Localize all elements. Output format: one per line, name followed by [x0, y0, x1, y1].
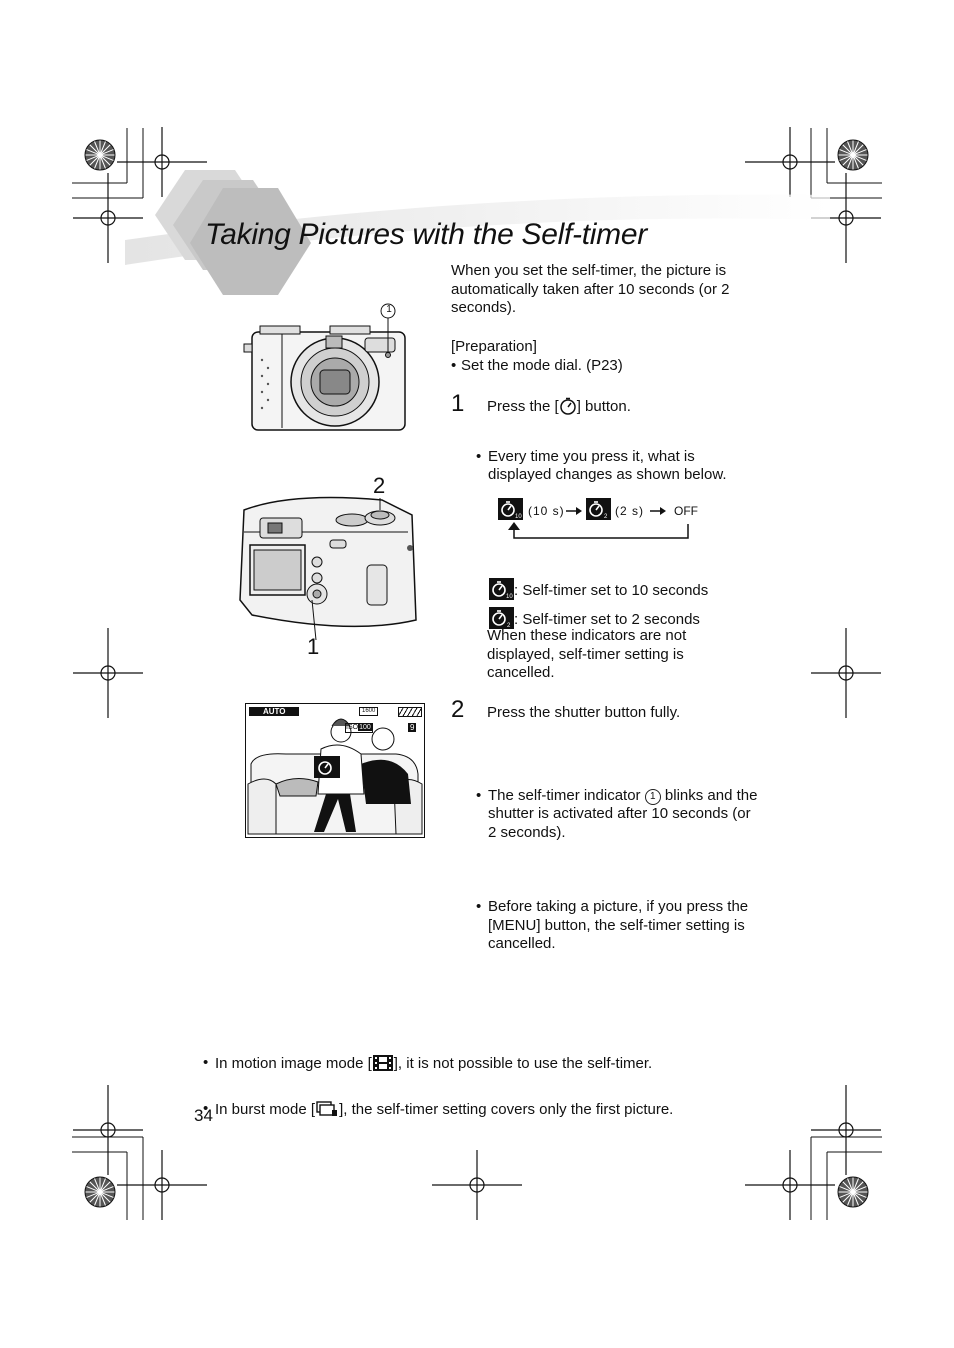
title-banner — [125, 170, 830, 295]
callout-number-icon: 1 — [644, 788, 661, 805]
burst-mode-icon — [316, 1101, 338, 1116]
svg-text:10: 10 — [506, 594, 513, 600]
camera-front-illustration — [243, 303, 406, 431]
step2-bullet1-before: The self-timer indicator — [488, 786, 641, 804]
camera-back-illustration — [239, 496, 417, 640]
lcd-screen-illustration: AUTO 1600 ISO100 9 — [245, 703, 425, 838]
lcd-mode-indicator: AUTO — [249, 707, 299, 716]
cycle-return-arrow — [508, 522, 689, 539]
lcd-iso: ISO100 — [345, 723, 373, 733]
step1-text-after: ] button. — [576, 398, 631, 415]
page-title: Taking Pictures with the Self-timer — [205, 218, 647, 251]
self-timer-2s-icon: 2 — [586, 498, 611, 520]
note-burst-mode: In burst mode [ ], the self-timer setting… — [203, 1100, 954, 1120]
indicator-10s-text: : Self-timer set to 10 seconds — [514, 582, 709, 599]
arrow-right-icon — [566, 507, 582, 515]
indicator-note: When these indicators are not displayed,… — [487, 627, 687, 681]
step2-number: 2 — [451, 696, 465, 723]
preparation-heading: [Preparation] — [451, 338, 537, 355]
step1-number: 1 — [451, 390, 465, 417]
self-timer-icon — [559, 397, 576, 415]
cycle-label-10s: (10 s) — [528, 504, 565, 518]
preparation-item: Set the mode dial. (P23) — [451, 357, 954, 376]
lcd-scene — [247, 718, 423, 835]
preparation-item-text: Set the mode dial. (P23) — [461, 357, 623, 374]
note1-after: ], it is not possible to use the self-ti… — [393, 1054, 653, 1072]
battery-icon — [398, 707, 422, 717]
callout-1: 1 — [307, 634, 320, 659]
lcd-iso-value: 100 — [358, 724, 372, 731]
indicator-10s-row: 10 : Self-timer set to 10 seconds — [489, 578, 708, 601]
self-timer-10s-icon: 10 — [489, 578, 514, 600]
self-timer-cycle-diagram: 10 (10 s) 2 (2 s) OFF — [498, 498, 718, 548]
indicator-2s-row: 2 : Self-timer set to 2 seconds — [489, 607, 700, 630]
step1-text-before: Press the [ — [487, 398, 559, 415]
page-number: 34 — [194, 1106, 213, 1125]
indicator-2s-text: : Self-timer set to 2 seconds — [514, 611, 700, 628]
front-callout-1: 1 — [386, 304, 392, 315]
step2-bullet2-text: Before taking a picture, if you press th… — [488, 898, 749, 952]
self-timer-10s-icon: 10 — [498, 498, 523, 520]
step2-bullet2: Before taking a picture, if you press th… — [476, 898, 763, 954]
step1-text: Press the [ ] button. — [487, 397, 631, 417]
svg-text:2: 2 — [507, 623, 511, 629]
note2-before: In burst mode [ — [215, 1101, 316, 1118]
callout-2: 2 — [373, 473, 386, 498]
cycle-label-off: OFF — [674, 504, 698, 518]
self-timer-2s-icon: 2 — [489, 607, 514, 629]
cycle-label-2s: (2 s) — [615, 504, 644, 518]
motion-image-icon — [372, 1054, 393, 1071]
svg-text:10: 10 — [515, 514, 522, 520]
step1-bullet-text: Every time you press it, what is display… — [488, 447, 727, 484]
arrow-right-icon — [650, 507, 666, 515]
lcd-resolution: 1600 — [359, 707, 379, 716]
note1-before: In motion image mode [ — [215, 1054, 372, 1072]
lcd-mode-text: AUTO — [263, 707, 286, 716]
step2-bullet1: The self-timer indicator 1 blinks and th… — [476, 787, 763, 843]
intro-text: When you set the self-timer, the picture… — [451, 262, 730, 316]
step2-text: Press the shutter button fully. — [487, 704, 681, 721]
svg-text:2: 2 — [604, 514, 608, 520]
lcd-shots-left: 9 — [408, 723, 417, 732]
step1-bullet: Every time you press it, what is display… — [476, 448, 758, 485]
step2-bullet1-after: blinks and the shutter is activated afte… — [488, 786, 758, 841]
note-motion-mode: In motion image mode [ ], it is not possi… — [203, 1054, 954, 1074]
note2-after: ], the self-timer setting covers only th… — [339, 1101, 674, 1118]
lcd-iso-label: ISO — [346, 724, 359, 731]
